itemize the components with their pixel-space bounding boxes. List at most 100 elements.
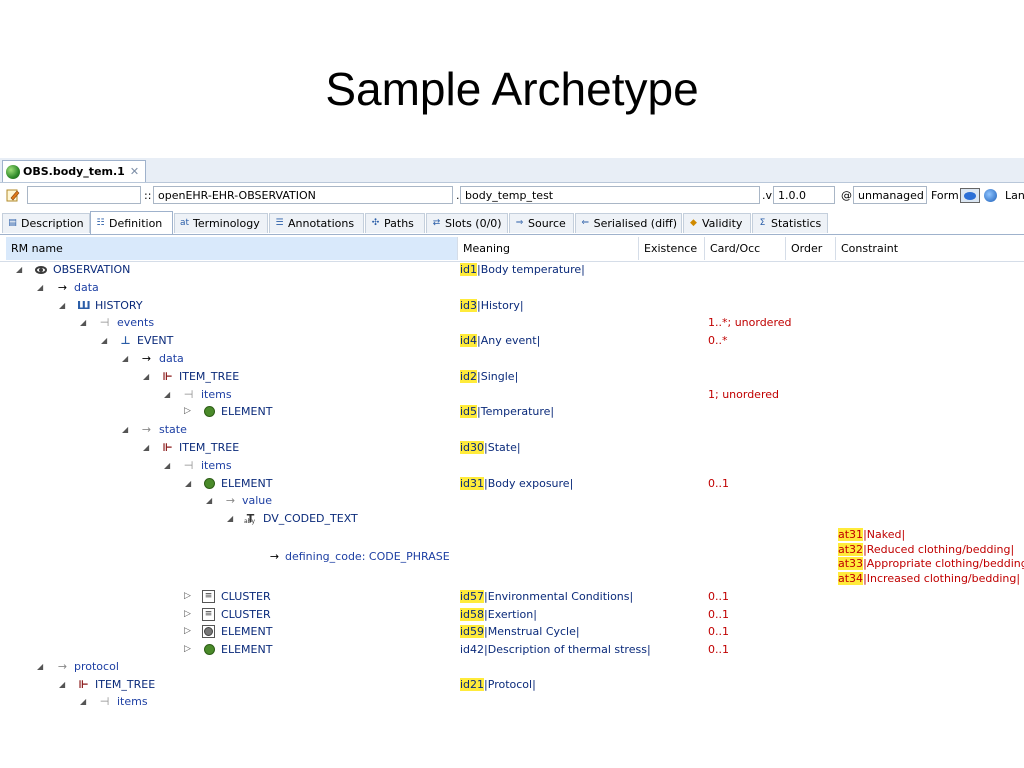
collapse-toggle-icon[interactable]: ▷: [184, 591, 191, 601]
table-row[interactable]: ◢ ⊣ items: [80, 695, 148, 708]
table-row[interactable]: ◢ ⊩ ITEM_TREE id21|Protocol|: [59, 677, 536, 691]
column-header-rm-name[interactable]: RM name: [6, 237, 458, 260]
collapse-toggle-icon[interactable]: ▷: [184, 406, 191, 417]
expand-toggle-icon[interactable]: ◢: [37, 662, 44, 671]
collapse-toggle-icon[interactable]: ▷: [184, 643, 191, 654]
table-row[interactable]: ◢ ⊩ ITEM_TREE id2|Single|: [143, 369, 519, 383]
expand-toggle-icon[interactable]: ◢: [122, 354, 129, 363]
expand-toggle-icon[interactable]: ◢: [185, 478, 192, 488]
table-row[interactable]: ◢ → value: [206, 494, 273, 508]
table-row[interactable]: ▷ ≡ CLUSTER id57|Environmental Condition…: [184, 590, 729, 603]
column-header-meaning[interactable]: Meaning: [458, 237, 639, 260]
expand-toggle-icon[interactable]: ◢: [227, 514, 234, 524]
expand-toggle-icon[interactable]: ◢: [206, 496, 213, 506]
list-item[interactable]: at32|Reduced clothing/bedding|: [838, 542, 1015, 556]
tab-serialised[interactable]: ⇐Serialised (diff): [575, 213, 682, 233]
table-row[interactable]: ◢ ⊩ ITEM_TREE id30|State|: [143, 441, 521, 454]
constraint-list: at31|Naked| at32|Reduced clothing/beddin…: [838, 528, 1024, 586]
multiple-attribute-icon: ⊣: [99, 695, 110, 708]
tab-description[interactable]: ▤Description: [2, 213, 90, 233]
table-row[interactable]: ◢ ⊣ events 1..*; unordered: [80, 316, 792, 330]
element-circle-icon: [203, 643, 216, 656]
cluster-icon: ≡: [202, 590, 215, 603]
expand-toggle-icon[interactable]: ◢: [16, 265, 23, 274]
expand-toggle-icon[interactable]: ◢: [164, 460, 171, 470]
version-field[interactable]: 1.0.0: [773, 186, 835, 204]
tab-source[interactable]: ⇒Source: [509, 213, 574, 233]
editor-tab[interactable]: OBS.body_tem.1 ✕: [2, 160, 147, 182]
table-row[interactable]: ◢ ⊣ items: [164, 458, 232, 472]
column-header-order[interactable]: Order: [786, 237, 836, 260]
column-header-card-occ[interactable]: Card/Occ: [705, 237, 786, 260]
list-item[interactable]: at31|Naked|: [838, 528, 906, 541]
element-boxed-icon: [202, 625, 215, 638]
element-circle-icon: [203, 477, 216, 490]
item-tree-icon: ⊩: [162, 441, 173, 454]
expand-toggle-icon[interactable]: ◢: [59, 679, 66, 689]
archetype-id-toolbar: :: openEHR-EHR-OBSERVATION . body_temp_t…: [0, 184, 1024, 208]
table-row[interactable]: ◢ → data: [122, 352, 184, 365]
edit-icon[interactable]: [6, 188, 20, 202]
table-row[interactable]: ◢ → state: [122, 423, 187, 437]
attribute-arrow-icon: →: [57, 660, 68, 673]
expand-toggle-icon[interactable]: ◢: [80, 318, 87, 328]
list-item[interactable]: at33|Appropriate clothing/bedding|: [838, 557, 1024, 571]
prefix-field[interactable]: [27, 186, 141, 204]
annotations-icon: ☰: [275, 218, 284, 228]
table-row[interactable]: ◢ T aby DV_CODED_TEXT: [227, 512, 358, 526]
coded-text-icon: T: [246, 512, 255, 526]
table-row[interactable]: ◢ Ш HISTORY id3|History|: [59, 298, 524, 312]
table-row[interactable]: ◢ ELEMENT id31|Body exposure| 0..1: [185, 476, 729, 490]
table-row[interactable]: ▷ ELEMENT id5|Temperature|: [184, 405, 555, 419]
tab-validity[interactable]: ◆Validity: [683, 213, 751, 233]
rm-type-field[interactable]: openEHR-EHR-OBSERVATION: [153, 186, 453, 204]
source-icon: ⇒: [515, 218, 524, 228]
expand-toggle-icon[interactable]: ◢: [59, 300, 66, 310]
attribute-arrow-icon: →: [225, 494, 236, 508]
tab-slots[interactable]: ⇄Slots (0/0): [426, 213, 508, 233]
table-row[interactable]: ◢ → data: [37, 280, 99, 294]
attribute-arrow-icon: →: [141, 352, 152, 365]
separator-label: @: [841, 189, 852, 202]
form-label: Form: [931, 189, 959, 202]
editor-tab-title: OBS.body_tem.1: [23, 165, 125, 178]
close-icon[interactable]: ✕: [129, 165, 140, 178]
table-row[interactable]: ◢ → protocol: [37, 660, 119, 673]
concept-field[interactable]: body_temp_test: [460, 186, 760, 204]
table-row[interactable]: ▷ ELEMENT id59|Menstrual Cycle| 0..1: [184, 625, 729, 638]
archetype-globe-icon: [6, 164, 20, 179]
table-row[interactable]: ▷ ELEMENT id42|Description of thermal st…: [184, 642, 729, 656]
table-row[interactable]: → defining_code: CODE_PHRASE: [269, 550, 450, 563]
lifecycle-field[interactable]: unmanaged: [853, 186, 927, 204]
expand-toggle-icon[interactable]: ◢: [101, 336, 108, 346]
tab-paths[interactable]: ✣Paths: [365, 213, 425, 233]
language-label: Lan: [1005, 189, 1024, 202]
expand-toggle-icon[interactable]: ◢: [164, 389, 171, 399]
table-row[interactable]: ◢ ⊣ items 1; unordered: [164, 387, 779, 401]
expand-toggle-icon[interactable]: ◢: [37, 282, 44, 292]
language-globe-icon[interactable]: [984, 189, 997, 202]
table-row[interactable]: ▷ ≡ CLUSTER id58|Exertion| 0..1: [184, 607, 729, 621]
tree-icon: ☷: [96, 217, 105, 228]
separator-label: .: [456, 189, 460, 202]
table-row[interactable]: ◢ ⊥ EVENT id4|Any event| 0..*: [101, 334, 728, 348]
collapse-toggle-icon[interactable]: ▷: [184, 608, 191, 619]
expand-toggle-icon[interactable]: ◢: [143, 371, 150, 381]
separator-label: ::: [144, 189, 152, 202]
expand-toggle-icon[interactable]: ◢: [80, 697, 87, 706]
column-header-constraint[interactable]: Constraint: [841, 242, 899, 255]
attribute-arrow-icon: →: [269, 550, 280, 563]
tab-annotations[interactable]: ☰Annotations: [269, 213, 364, 233]
expand-toggle-icon[interactable]: ◢: [143, 443, 150, 452]
tab-definition[interactable]: ☷Definition: [90, 211, 173, 234]
list-item[interactable]: at34|Increased clothing/bedding|: [838, 571, 1021, 585]
expand-toggle-icon[interactable]: ◢: [122, 425, 129, 435]
collapse-toggle-icon[interactable]: ▷: [184, 626, 191, 636]
table-row[interactable]: ◢ OBSERVATION id1|Body temperature|: [16, 263, 585, 276]
history-icon: Ш: [77, 298, 91, 312]
event-icon: ⊥: [120, 334, 131, 348]
form-toggle-icon[interactable]: [960, 188, 980, 203]
column-header-existence[interactable]: Existence: [639, 237, 705, 260]
